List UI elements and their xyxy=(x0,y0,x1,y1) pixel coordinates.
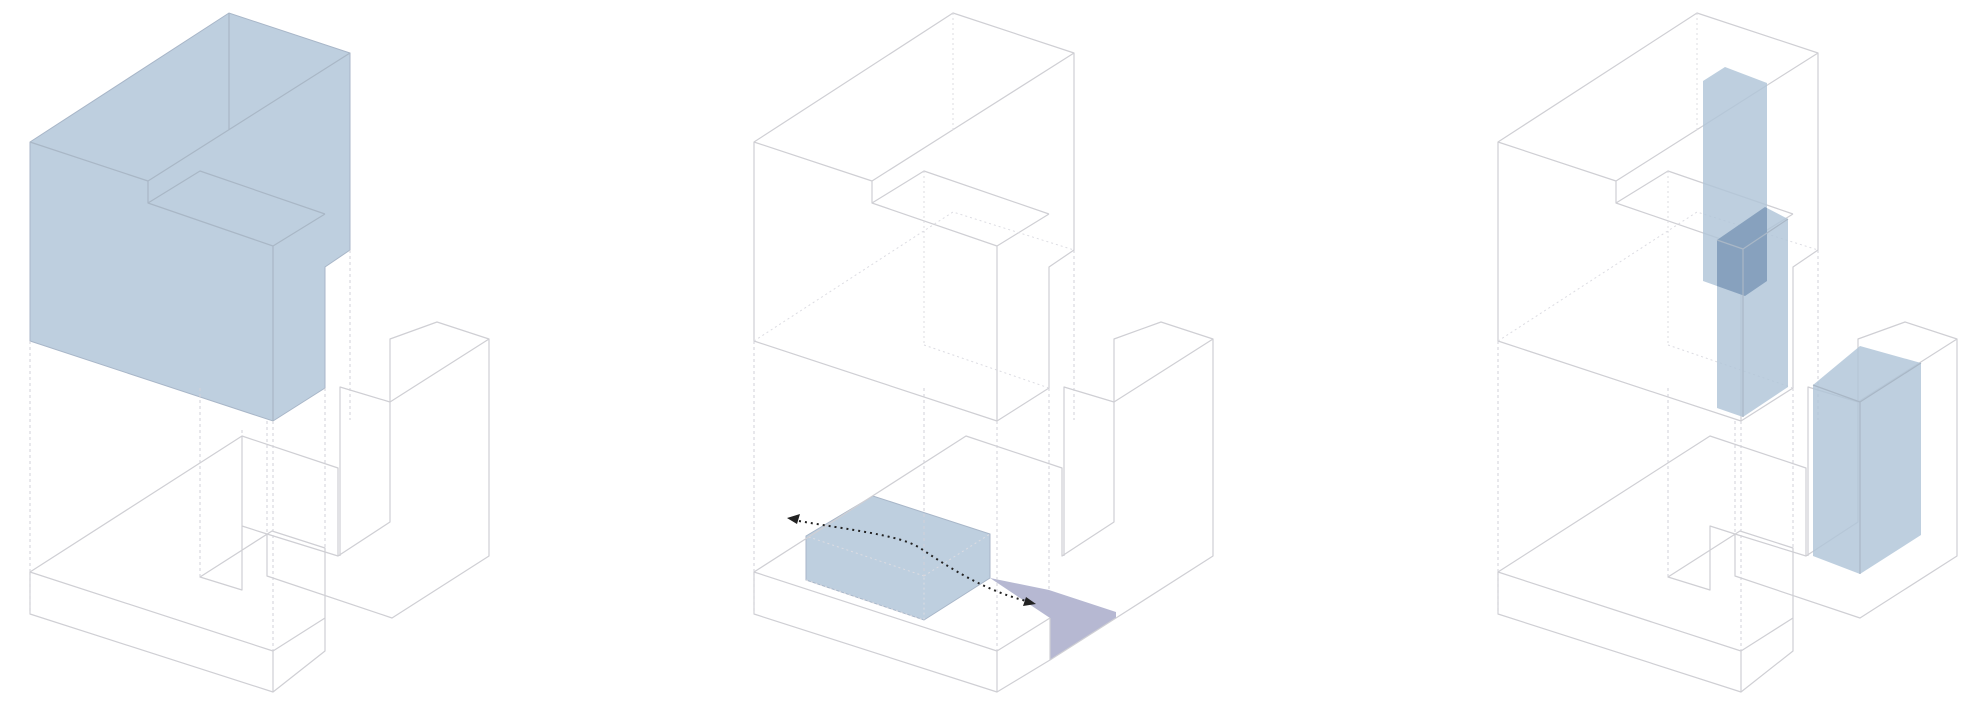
upper-volume-outline xyxy=(753,12,1075,422)
base-outline xyxy=(753,321,1214,693)
hidden-edges xyxy=(29,250,351,651)
diagram-panel-circulation xyxy=(753,12,1214,693)
circulation-arrow xyxy=(787,514,1036,606)
ground-floor-block xyxy=(805,495,991,621)
arrowhead-right-icon xyxy=(1023,597,1036,606)
vertical-core-annex xyxy=(1813,346,1921,574)
diagram-panel-volume xyxy=(29,12,490,693)
core-overlap xyxy=(1717,207,1767,296)
hidden-edges xyxy=(753,250,1075,651)
hidden-edges xyxy=(1497,250,1819,651)
diagram-panel-cores xyxy=(1497,12,1958,693)
ground-passage-strip xyxy=(990,578,1116,660)
arrowhead-left-icon xyxy=(787,514,800,524)
